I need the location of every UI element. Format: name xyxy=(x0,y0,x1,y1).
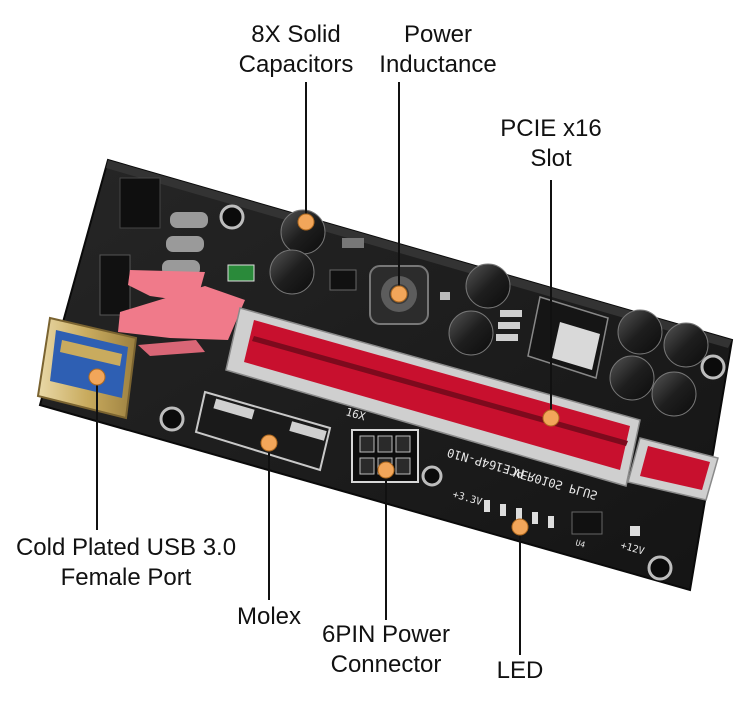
label-usb-port-line1: Cold Plated USB 3.0 xyxy=(15,534,237,561)
pcie-latches xyxy=(118,270,245,356)
label-molex-line1: Molex xyxy=(236,603,302,630)
label-six-pin-line2: Connector xyxy=(330,651,442,678)
marker-capacitors xyxy=(297,213,315,231)
label-inductance-line1: Power xyxy=(403,21,473,48)
label-usb-port: Cold Plated USB 3.0 Female Port xyxy=(0,533,252,593)
usb-port xyxy=(36,316,138,420)
status-leds xyxy=(484,500,554,528)
label-pcie-slot-line2: Slot xyxy=(530,145,572,172)
label-inductance: Power Inductance xyxy=(368,20,508,80)
silk-slot-mark: 16X xyxy=(344,405,367,423)
label-pcie-slot-line1: PCIE x16 xyxy=(500,115,602,142)
label-capacitors-line1: 8X Solid xyxy=(251,21,341,48)
marker-molex xyxy=(260,434,278,452)
label-pcie-slot: PCIE x16 Slot xyxy=(486,114,616,174)
silk-ic: U4 xyxy=(574,538,586,549)
label-capacitors: 8X Solid Capacitors xyxy=(226,20,366,80)
marker-inductance xyxy=(390,285,408,303)
marker-usb xyxy=(88,368,106,386)
label-six-pin: 6PIN Power Connector xyxy=(316,620,456,680)
marker-pcie-slot xyxy=(542,409,560,427)
label-inductance-line2: Inductance xyxy=(379,51,497,78)
molex-connector xyxy=(194,390,332,472)
smd-components xyxy=(227,238,640,536)
label-led: LED xyxy=(490,656,550,686)
pcie-x16-slot xyxy=(225,307,641,487)
callout-leaders xyxy=(96,82,552,655)
marker-six-pin xyxy=(377,461,395,479)
marker-led xyxy=(511,518,529,536)
left-header-pads xyxy=(99,177,208,316)
pcie-end-slot xyxy=(627,437,719,501)
label-six-pin-line1: 6PIN Power xyxy=(321,621,451,648)
label-molex: Molex xyxy=(214,602,324,632)
callout-markers xyxy=(88,213,560,536)
mounting-holes xyxy=(159,204,726,581)
voltage-regulator xyxy=(496,296,609,379)
label-usb-port-line2: Female Port xyxy=(60,564,192,591)
label-led-line1: LED xyxy=(496,657,544,684)
label-capacitors-line2: Capacitors xyxy=(238,51,354,78)
solid-capacitors xyxy=(269,209,709,417)
